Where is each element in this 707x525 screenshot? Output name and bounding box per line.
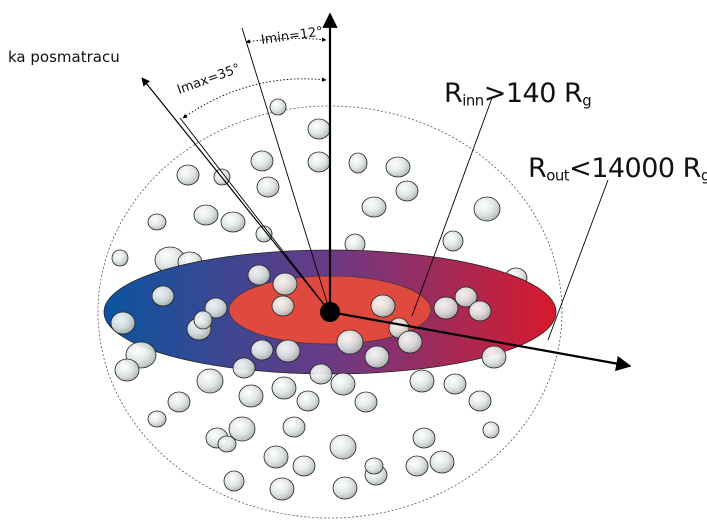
gas-cloud xyxy=(370,294,396,318)
gas-cloud xyxy=(348,152,368,174)
gas-cloud xyxy=(204,297,228,319)
rinn-unit-subscript: g xyxy=(582,91,592,110)
gas-cloud xyxy=(196,368,224,394)
rout-relation: <14000 R xyxy=(569,153,701,184)
gas-cloud xyxy=(307,151,331,173)
gas-cloud xyxy=(361,196,387,218)
rout-subscript: out xyxy=(546,166,570,185)
gas-cloud xyxy=(114,358,140,382)
gas-cloud xyxy=(329,434,357,460)
gas-cloud xyxy=(433,296,459,320)
gas-cloud xyxy=(336,329,364,355)
foreground-clouds xyxy=(110,264,507,501)
gas-cloud xyxy=(332,476,358,500)
imax-arc xyxy=(182,77,327,119)
observer-direction-arrow xyxy=(141,77,331,313)
gas-cloud xyxy=(282,416,306,438)
gas-cloud xyxy=(292,455,316,477)
gas-cloud xyxy=(217,435,237,453)
gas-cloud xyxy=(364,457,384,475)
gas-cloud xyxy=(263,445,289,469)
gas-cloud xyxy=(250,150,274,172)
gas-cloud xyxy=(232,357,256,379)
gas-cloud xyxy=(247,264,271,286)
gas-cloud xyxy=(468,390,492,412)
gas-cloud xyxy=(193,310,213,330)
rinn-leader-line xyxy=(411,97,493,317)
inner-radius-label: Rinn>140 Rg xyxy=(444,78,592,110)
gas-cloud xyxy=(409,369,435,393)
gas-cloud xyxy=(176,164,200,186)
gas-cloud xyxy=(468,300,492,322)
gas-cloud xyxy=(110,311,136,335)
gas-cloud xyxy=(482,421,500,439)
gas-cloud xyxy=(443,373,467,395)
imax-cone-line xyxy=(179,117,331,313)
gas-cloud xyxy=(147,410,167,428)
gas-cloud xyxy=(250,339,274,361)
gas-cloud xyxy=(307,118,331,140)
rout-unit-subscript: g xyxy=(700,166,707,185)
gas-cloud xyxy=(269,98,287,116)
rout-leader-line xyxy=(547,179,609,341)
gas-cloud xyxy=(412,427,436,449)
gas-cloud xyxy=(481,345,507,369)
horizontal-axis-arrow xyxy=(329,310,632,372)
outer-radius-label: Rout<14000 Rg xyxy=(528,155,707,184)
gas-cloud xyxy=(296,390,320,412)
gas-cloud xyxy=(223,470,245,492)
gas-cloud xyxy=(256,176,280,198)
gas-cloud xyxy=(272,272,298,296)
gas-cloud xyxy=(151,285,175,307)
gas-cloud xyxy=(228,416,256,442)
observer-direction-label: ka posmatracu xyxy=(8,48,120,66)
gas-cloud xyxy=(473,196,501,222)
gas-cloud xyxy=(111,249,129,267)
gas-cloud xyxy=(167,391,191,413)
rinn-relation: >140 R xyxy=(483,78,583,109)
imin-arc xyxy=(245,37,327,44)
rinn-subscript: inn xyxy=(462,91,484,110)
gas-cloud xyxy=(220,211,246,233)
gas-cloud xyxy=(397,330,423,354)
gas-cloud xyxy=(275,339,301,363)
gas-cloud xyxy=(395,180,419,202)
central-black-hole xyxy=(320,302,340,322)
gas-cloud xyxy=(330,372,356,396)
gas-cloud xyxy=(354,391,378,413)
gas-cloud xyxy=(442,230,464,252)
gas-cloud xyxy=(147,213,167,231)
gas-cloud xyxy=(271,376,297,400)
gas-cloud xyxy=(364,345,390,369)
gas-cloud xyxy=(405,455,429,477)
gas-cloud xyxy=(429,450,455,474)
gas-cloud xyxy=(454,286,478,308)
rinn-symbol: R xyxy=(444,78,463,109)
gas-cloud xyxy=(309,363,333,385)
rout-symbol: R xyxy=(528,153,547,184)
gas-cloud xyxy=(193,204,219,226)
imin-cone-line xyxy=(241,27,331,313)
gas-cloud xyxy=(385,156,411,178)
gas-cloud xyxy=(269,477,295,501)
gas-cloud xyxy=(271,295,295,317)
gas-cloud xyxy=(238,384,264,408)
